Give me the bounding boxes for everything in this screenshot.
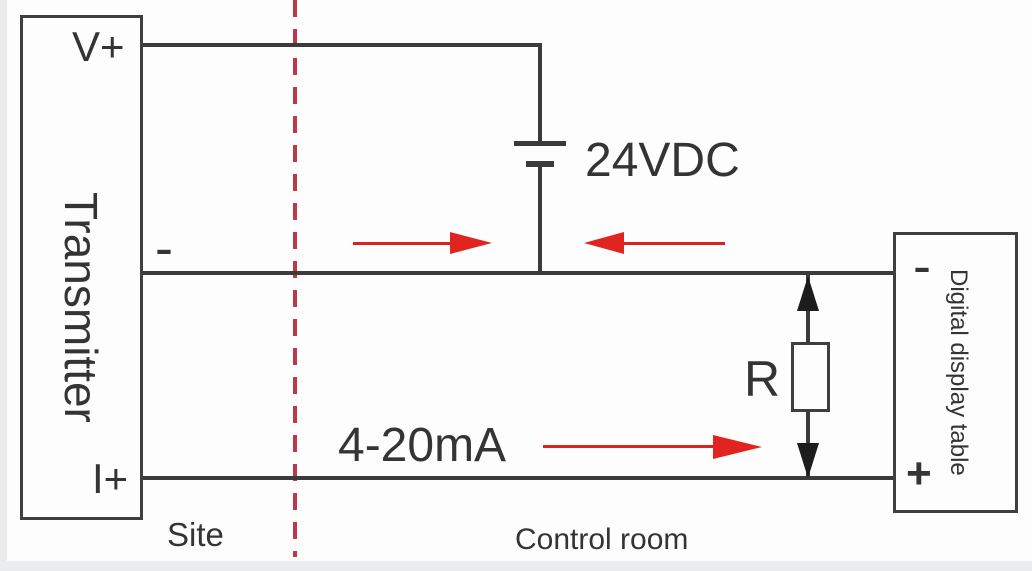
current-arrow-left-shaft (618, 242, 725, 245)
display-terminal-minus: - (913, 236, 931, 296)
wire-battery-drop-top (538, 43, 542, 143)
transmitter-terminal-vplus: V+ (72, 23, 125, 70)
transmitter-terminal-minus: - (155, 218, 173, 278)
wire-battery-drop-bottom (538, 167, 542, 275)
wire-minus-bus (143, 271, 893, 275)
current-arrow-right-shaft (353, 242, 455, 245)
current-arrow-right-icon (450, 232, 492, 254)
bottom-edge-tint (0, 561, 1032, 571)
zone-label-site: Site (167, 516, 224, 553)
resistor-body (791, 342, 830, 412)
wire-vplus-to-battery (143, 43, 541, 47)
battery-plate-short (526, 161, 554, 167)
voltage-arrow-up-icon (797, 276, 819, 311)
signal-range-label: 4-20mA (338, 419, 507, 472)
transmitter-terminal-iplus: I+ (92, 455, 129, 502)
battery-plate-long (514, 141, 566, 146)
transmitter-label: Transmitter (55, 191, 107, 423)
zone-boundary-dashed-line (293, 0, 297, 557)
display-terminal-plus: + (906, 449, 932, 498)
transmitter-box (20, 15, 143, 520)
voltage-arrow-down-icon (797, 443, 819, 478)
loop-current-arrow-shaft (543, 445, 718, 448)
power-supply-label: 24VDC (585, 134, 740, 187)
display-label: Digital display table (945, 268, 972, 476)
left-edge-tint (0, 0, 7, 571)
loop-current-arrow-icon (713, 435, 762, 459)
wire-iplus-bus (143, 476, 893, 480)
display-box (893, 232, 1018, 513)
current-arrow-left-icon (584, 232, 624, 254)
zone-label-control-room: Control room (515, 523, 689, 556)
resistor-label: R (744, 351, 781, 407)
